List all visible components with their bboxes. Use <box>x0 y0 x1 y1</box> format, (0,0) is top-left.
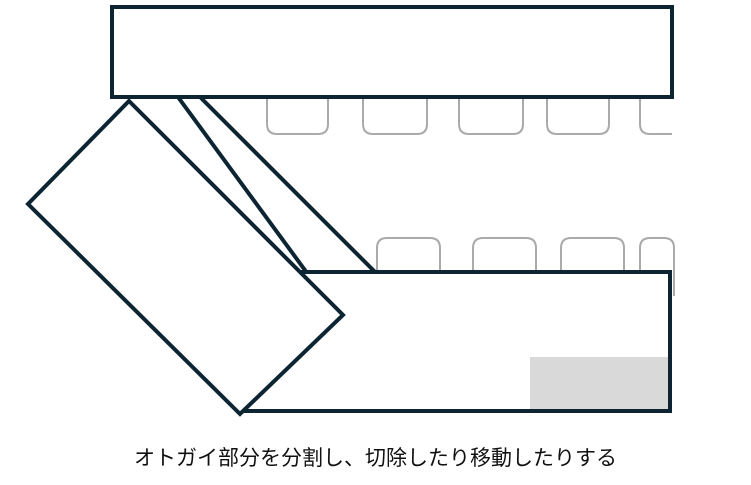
upper-tooth-2 <box>362 97 428 135</box>
lower-tooth-2 <box>472 237 537 272</box>
upper-jaw-segment <box>110 5 674 99</box>
lower-tooth-1 <box>376 237 441 272</box>
upper-tooth-4 <box>546 97 610 135</box>
lower-tooth-3 <box>560 237 625 272</box>
removed-area <box>530 357 668 409</box>
chin-segment <box>25 98 346 417</box>
upper-tooth-5 <box>639 97 672 135</box>
caption: オトガイ部分を分割し、切除したり移動したりする <box>134 446 617 470</box>
upper-tooth-1 <box>266 97 329 135</box>
lower-tooth-4 <box>639 237 675 296</box>
upper-tooth-3 <box>458 97 524 135</box>
